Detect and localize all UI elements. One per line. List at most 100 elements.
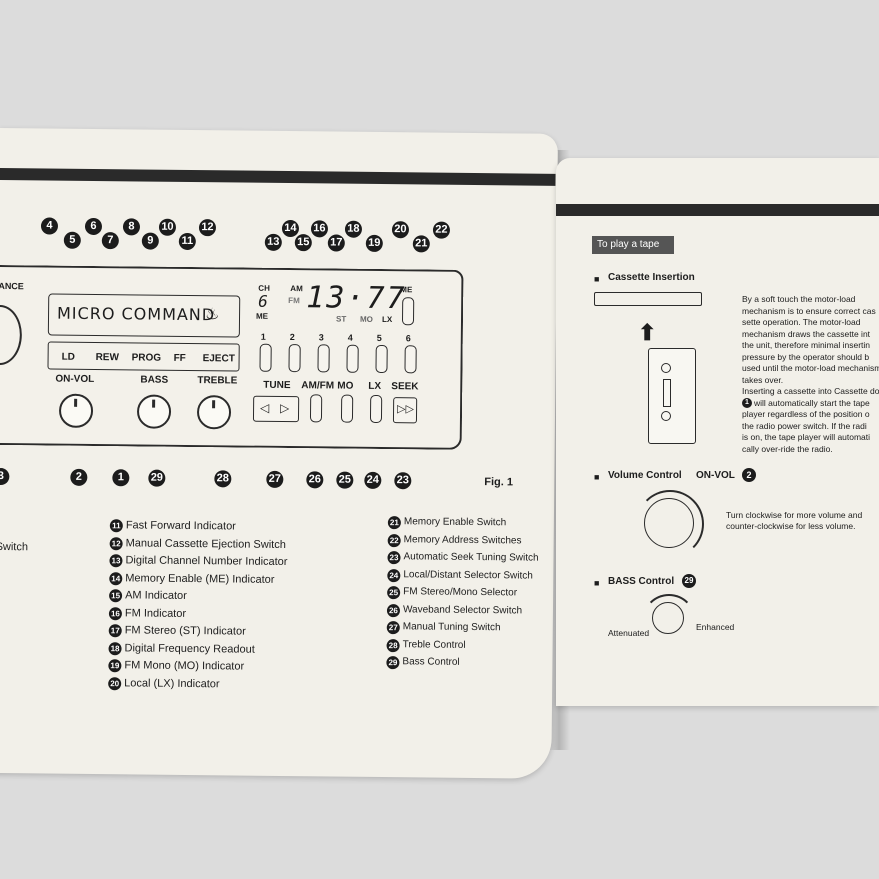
callout-26: 26 bbox=[306, 471, 324, 489]
legend-text: Memory Enable (ME) Indicator bbox=[125, 571, 275, 586]
preset-button-6[interactable] bbox=[404, 345, 417, 374]
legend-text: FM Indicator bbox=[124, 606, 187, 620]
legend-text: Bass Control bbox=[402, 656, 460, 668]
me-switch[interactable] bbox=[401, 297, 415, 326]
legend-text: Waveband Selector Switch bbox=[402, 603, 523, 616]
treble-knob[interactable] bbox=[196, 395, 232, 430]
callout-9: 9 bbox=[141, 232, 159, 250]
mo-switch[interactable] bbox=[340, 394, 354, 423]
preset-button-4[interactable] bbox=[346, 344, 359, 373]
tape-window bbox=[663, 379, 671, 407]
cassette-text-line: the radio power switch. If the radi bbox=[742, 420, 867, 431]
clockwise-arrow-icon bbox=[636, 490, 704, 558]
preset-label-4: 4 bbox=[347, 332, 353, 343]
fm-indicator: FM bbox=[288, 296, 300, 306]
legend-text: Automatic Seek Tuning Switch bbox=[403, 551, 539, 564]
callout-18: 18 bbox=[344, 220, 363, 238]
callout-27: 27 bbox=[266, 470, 284, 488]
callout-13: 13 bbox=[264, 233, 282, 251]
right-page: To play a tape ■ Cassette Insertion ⬆ By… bbox=[556, 158, 879, 706]
preset-button-2[interactable] bbox=[288, 344, 301, 373]
preset-label-5: 5 bbox=[376, 332, 382, 344]
legend-number: 16 bbox=[108, 606, 122, 620]
fig-label: Fig. 1 bbox=[484, 476, 514, 489]
legend-text: Digital Frequency Readout bbox=[124, 641, 255, 656]
volume-text-1: Turn clockwise for more volume and bbox=[726, 510, 863, 520]
legend-text: Local (LX) Indicator bbox=[124, 676, 220, 690]
rew-button[interactable]: REW bbox=[95, 352, 120, 364]
on-vol-knob[interactable] bbox=[58, 393, 94, 428]
callout-7: 7 bbox=[101, 232, 119, 250]
preset-button-1[interactable] bbox=[259, 343, 272, 372]
cassette-text-line: pressure by the operator should b bbox=[742, 351, 870, 362]
legend-number: 15 bbox=[109, 589, 123, 603]
enhanced-label: Enhanced bbox=[696, 622, 735, 632]
cassette-text-line: takes over. bbox=[742, 374, 784, 385]
legend-text: Fast Forward Indicator bbox=[125, 519, 236, 533]
legend-text: Local/Distant Selector Switch bbox=[403, 568, 533, 582]
channel-readout: 6 bbox=[258, 291, 268, 311]
lx-label: LX bbox=[368, 380, 382, 393]
ld-button[interactable]: LD bbox=[61, 351, 76, 363]
callout-22: 22 bbox=[432, 221, 451, 239]
callout-12: 12 bbox=[198, 219, 217, 237]
cassette-icon bbox=[648, 348, 696, 444]
cassette-text-line: the unit, therefore minimal insertin bbox=[742, 340, 871, 350]
legend-text: Memory Enable Switch bbox=[403, 516, 507, 529]
prog-button[interactable]: PROG bbox=[131, 352, 162, 364]
preset-label-2: 2 bbox=[289, 332, 295, 343]
callout-5: 5 bbox=[63, 231, 81, 249]
preset-button-3[interactable] bbox=[317, 344, 330, 373]
callout-24: 24 bbox=[364, 471, 382, 490]
on-vol-label: ON-VOL bbox=[55, 373, 95, 386]
right-header-band bbox=[556, 204, 879, 216]
reel-icon bbox=[661, 363, 671, 373]
callout-14: 14 bbox=[281, 219, 300, 238]
tune-rocker[interactable]: ◁ ▷ bbox=[252, 395, 300, 423]
cassette-text-line: By a soft touch the motor-load bbox=[742, 294, 856, 304]
legend-number: 11 bbox=[109, 519, 123, 533]
cassette-text-line: player regardless of the position o bbox=[742, 409, 870, 419]
logo-icon: ♨ bbox=[204, 306, 220, 324]
legend-number: 27 bbox=[386, 621, 400, 635]
tune-down-icon: ◁ bbox=[260, 400, 270, 415]
preset-label-6: 6 bbox=[405, 333, 411, 344]
brand-label: MICRO COMMAND bbox=[56, 303, 216, 325]
am-indicator: AM bbox=[290, 284, 303, 294]
cassette-text-line: used until the motor-load mechanism bbox=[742, 363, 879, 373]
preset-label-3: 3 bbox=[318, 332, 324, 343]
lx-switch[interactable] bbox=[369, 394, 383, 424]
eject-button[interactable]: EJECT bbox=[202, 353, 235, 365]
callout-28: 28 bbox=[214, 470, 232, 488]
volume-ref: 2 bbox=[742, 468, 756, 482]
legend-text: FM Stereo (ST) Indicator bbox=[124, 624, 246, 638]
preset-button-5[interactable] bbox=[375, 344, 388, 374]
legend-number: 24 bbox=[387, 568, 401, 582]
seek-button[interactable]: ▷▷ bbox=[392, 397, 418, 424]
callout-1: 1 bbox=[112, 469, 130, 487]
legend-number: 13 bbox=[109, 554, 123, 568]
legend-text: AM Indicator bbox=[125, 589, 187, 602]
lx-indicator: LX bbox=[381, 315, 393, 325]
callout-21: 21 bbox=[412, 235, 430, 253]
legend-number: 29 bbox=[386, 656, 400, 670]
bass-ref: 29 bbox=[682, 574, 696, 588]
ff-button[interactable]: FF bbox=[173, 352, 186, 364]
callout-10: 10 bbox=[158, 218, 177, 236]
legend-text: FM Stereo/Mono Selector bbox=[403, 586, 518, 599]
callout-19: 19 bbox=[365, 234, 383, 253]
cassette-text-line: mechanism draws the cassette int bbox=[742, 328, 871, 339]
st-indicator: ST bbox=[335, 314, 347, 324]
amfm-switch[interactable] bbox=[309, 394, 323, 423]
bass-knob[interactable] bbox=[136, 394, 172, 429]
cassette-text-line: cally over-ride the radio. bbox=[742, 443, 833, 454]
